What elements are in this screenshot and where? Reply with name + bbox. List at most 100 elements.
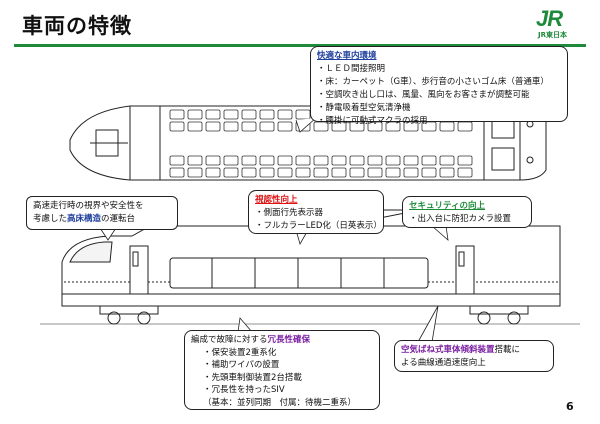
seat — [187, 167, 203, 178]
seat — [295, 109, 311, 120]
seat — [277, 121, 293, 132]
callout-high-floor: 高速走行時の視界や安全性を 考慮した高床構造の運転台 — [26, 196, 178, 230]
seat — [331, 121, 347, 132]
seat — [223, 109, 239, 120]
seat — [349, 155, 365, 166]
emphasis-high-floor: 高床構造 — [67, 214, 102, 224]
jr-east-logo: JR JR東日本 — [532, 6, 584, 40]
seat — [169, 121, 185, 132]
callout-redundancy-intro: 編成で故障に対する冗長性確保 — [191, 334, 373, 347]
seat — [223, 155, 239, 166]
leader-lines — [99, 117, 449, 343]
seat — [205, 109, 221, 120]
seat — [385, 155, 401, 166]
text-post: の運転台 — [101, 214, 136, 224]
seat — [259, 155, 275, 166]
callout-comfort-item: ・ＬＥＤ間接照明 — [317, 64, 386, 74]
seat — [187, 109, 203, 120]
callout-tilting: 空気ばね式車体傾斜装置搭載に よる曲線通過速度向上 — [394, 340, 554, 372]
seat — [421, 121, 437, 132]
callout-redundancy-item: （基本：並列同期 付属：待機二重系） — [203, 397, 357, 408]
callout-visibility: 視認性向上 ・側面行先表示器 ・フルカラーLED化（日英表示） — [248, 190, 384, 234]
seat — [403, 155, 419, 166]
seat — [439, 121, 455, 132]
seat — [205, 121, 221, 132]
title-underline — [14, 44, 586, 47]
seat — [277, 109, 293, 120]
callout-redundancy-item: ・補助ワイパの設置 — [203, 360, 280, 370]
seat — [187, 155, 203, 166]
callout-comfort-item: ・空調吹き出し口は、風量、風向をお客さまが調整可能 — [317, 90, 530, 100]
callout-visibility-heading: 視認性向上 — [255, 195, 298, 205]
seat — [439, 167, 455, 178]
seat — [457, 155, 473, 166]
seat — [241, 109, 257, 120]
seat — [205, 167, 221, 178]
callout-security: セキュリティの向上 ・出入台に防犯カメラ設置 — [402, 196, 532, 228]
seat — [223, 121, 239, 132]
seat — [331, 167, 347, 178]
seat — [457, 121, 473, 132]
seat — [313, 121, 329, 132]
callout-security-item: ・出入台に防犯カメラ設置 — [409, 214, 512, 224]
page-title: 車両の特徴 — [22, 14, 132, 38]
callout-tilting-line2: よる曲線通過速度向上 — [401, 358, 486, 368]
seat — [277, 167, 293, 178]
text-pre: 編成で故障に対する — [191, 335, 268, 345]
seat — [403, 167, 419, 178]
seat — [187, 121, 203, 132]
seat — [259, 109, 275, 120]
logo-subtitle: JR東日本 — [538, 31, 567, 39]
callout-comfort-item: ・腰掛に可動式マクラの採用 — [317, 116, 428, 126]
callout-visibility-item: ・側面行先表示器 — [255, 208, 324, 218]
seat — [295, 155, 311, 166]
seat — [403, 121, 419, 132]
callout-redundancy: 編成で故障に対する冗長性確保 ・保安装置2重系化 ・補助ワイパの設置 ・先頭車制… — [184, 330, 380, 410]
seat — [259, 167, 275, 178]
seat — [241, 167, 257, 178]
seat — [367, 167, 383, 178]
seat — [241, 121, 257, 132]
callout-visibility-item: ・フルカラーLED化（日英表示） — [255, 221, 382, 231]
seat — [241, 155, 257, 166]
callout-comfort-heading: 快適な車内環境 — [317, 51, 377, 61]
callout-high-floor-line2: 考慮した高床構造の運転台 — [33, 213, 171, 226]
logo-mark: JR — [536, 6, 563, 31]
callout-comfort-item: ・床：カーペット（G車）、歩行音の小さいゴム床（普通車） — [317, 77, 549, 87]
seat — [421, 167, 437, 178]
seat — [313, 167, 329, 178]
callout-comfort: 快適な車内環境 ・ＬＥＤ間接照明 ・床：カーペット（G車）、歩行音の小さいゴム床… — [310, 46, 568, 126]
seat — [385, 121, 401, 132]
seat — [421, 155, 437, 166]
callout-redundancy-item: ・冗長性を持ったSIV — [203, 385, 285, 395]
seat — [457, 167, 473, 178]
seat — [277, 155, 293, 166]
callout-redundancy-item: ・先頭車制御装置2台搭載 — [203, 372, 302, 383]
seat — [331, 155, 347, 166]
text-pre: 考慮した — [33, 214, 68, 224]
seat — [367, 121, 383, 132]
emphasis-tilting: 空気ばね式車体傾斜装置 — [401, 345, 495, 355]
seat — [385, 167, 401, 178]
callout-tilting-line1: 空気ばね式車体傾斜装置搭載に — [401, 344, 547, 357]
seat — [169, 167, 185, 178]
seat — [349, 121, 365, 132]
seat — [367, 155, 383, 166]
emphasis-redundancy: 冗長性確保 — [267, 335, 311, 345]
text-post: 搭載に — [494, 345, 521, 355]
seat — [205, 155, 221, 166]
callout-redundancy-item: ・保安装置2重系化 — [203, 347, 277, 358]
seat — [259, 121, 275, 132]
seat — [295, 167, 311, 178]
seat — [169, 155, 185, 166]
seat — [223, 167, 239, 178]
seat — [439, 155, 455, 166]
side-view — [40, 209, 580, 325]
seat — [313, 155, 329, 166]
callout-comfort-item: ・静電吸着型空気清浄機 — [317, 103, 411, 113]
seat — [349, 167, 365, 178]
seat — [169, 109, 185, 120]
page-number: 6 — [566, 400, 574, 413]
callout-high-floor-line1: 高速走行時の視界や安全性を — [33, 201, 144, 211]
